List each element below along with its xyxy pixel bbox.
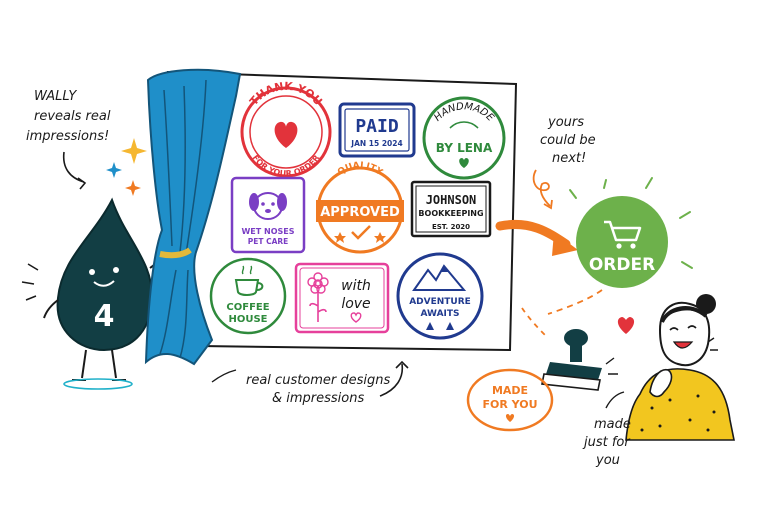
stamp-approved-main: APPROVED: [320, 205, 400, 220]
order-button[interactable]: ORDER: [569, 177, 693, 288]
arrow-to-order: [495, 219, 578, 256]
stamp-coffee-line1: COFFEE: [226, 302, 269, 313]
bottom-note-line2: just for: [582, 435, 631, 450]
stamp-adventure-line2: AWAITS: [420, 309, 459, 319]
dashed-arrow: [521, 307, 549, 339]
sparkles-icon: [106, 138, 147, 196]
next-note: yours could be next!: [532, 115, 596, 210]
order-button-label: ORDER: [589, 255, 655, 275]
board-caption: real customer designs & impressions: [211, 360, 409, 406]
burst-lines: [569, 177, 693, 269]
shopping-cart-icon: [604, 220, 642, 249]
flower-icon: [307, 272, 329, 322]
mountain-icon: [412, 264, 467, 291]
sweater-dots: [640, 394, 716, 432]
stamp-adventure-line1: ADVENTURE: [409, 297, 471, 307]
bottom-note-line1: made: [594, 417, 631, 432]
stamp-wet-noses-line1: WET NOSES: [241, 227, 294, 236]
next-note-line3: next!: [552, 151, 586, 166]
next-note-line2: could be: [540, 133, 596, 148]
happy-customer: [625, 294, 735, 441]
intro-note-line1: WALLY: [34, 89, 77, 104]
intro-note: WALLY reveals real impressions!: [26, 89, 111, 190]
stamp-wet-noses: WET NOSES PET CARE: [230, 176, 306, 254]
star-icon: [334, 232, 346, 243]
curtain-tieback: [159, 247, 192, 259]
stamp-johnson: JOHNSON BOOKKEEPING EST. 2020: [410, 180, 492, 238]
stamp-handmade-bottom: BY LENA: [436, 141, 493, 155]
stamp-with-love-line2: love: [341, 296, 370, 312]
stamp-wet-noses-line2: PET CARE: [248, 237, 289, 246]
caption-line2: & impressions: [272, 391, 364, 406]
intro-arrow-head: [77, 177, 87, 190]
mascot-wally: 4: [21, 197, 171, 390]
intro-note-line2: reveals real: [34, 109, 111, 124]
swirl-arrow: [532, 169, 551, 207]
star-icon: [374, 232, 386, 243]
motion-lines: [21, 263, 39, 301]
caption-arrow: [379, 363, 404, 397]
stamp-made-for-you: MADE FOR YOU: [466, 368, 554, 432]
stamp-paid-date: JAN 15 2024: [350, 139, 402, 148]
stamp-johnson-line2: BOOKKEEPING: [418, 209, 483, 218]
small-heart-icon: [350, 312, 362, 323]
next-note-line1: yours: [547, 115, 584, 130]
leaf-icon: [449, 121, 479, 129]
bottom-note: made just for you: [582, 391, 631, 468]
bottom-note-line3: you: [595, 453, 620, 468]
intro-arrow: [62, 151, 85, 183]
stamp-with-love: with love: [294, 262, 390, 334]
small-heart-icon: [505, 414, 515, 422]
heart-icon: [617, 317, 635, 334]
intro-note-line3: impressions!: [26, 129, 109, 144]
dashed-arrow: [547, 289, 603, 315]
dog-icon: [249, 192, 287, 220]
curtain: [144, 68, 242, 366]
made-for-you-line1: MADE: [492, 384, 528, 397]
stamp-coffee: COFFEE HOUSE: [209, 257, 287, 335]
clasped-hands: [649, 368, 673, 398]
stamp-adventure: ADVENTURE AWAITS: [396, 252, 484, 340]
tree-icon: [426, 322, 454, 330]
small-heart-icon: [459, 158, 469, 168]
rubber-stamp-icon: [541, 329, 618, 391]
check-icon: [351, 225, 371, 240]
heart-icon: [274, 121, 298, 148]
mascot-face: [89, 267, 119, 287]
stamp-approved: QUALITY APPROVED: [316, 161, 404, 254]
made-for-you-line2: FOR YOU: [482, 398, 537, 411]
stamp-paid-title: PAID: [355, 116, 399, 137]
caption-line1: real customer designs: [246, 373, 391, 388]
stamp-with-love-line1: with: [341, 278, 371, 294]
mascot-number: 4: [94, 299, 115, 334]
coffee-cup-icon: [234, 265, 264, 296]
stamp-johnson-line3: EST. 2020: [432, 223, 470, 231]
stamp-johnson-line1: JOHNSON: [426, 193, 477, 207]
stamp-coffee-line2: HOUSE: [228, 314, 267, 325]
stamp-paid: PAID JAN 15 2024: [338, 102, 416, 158]
